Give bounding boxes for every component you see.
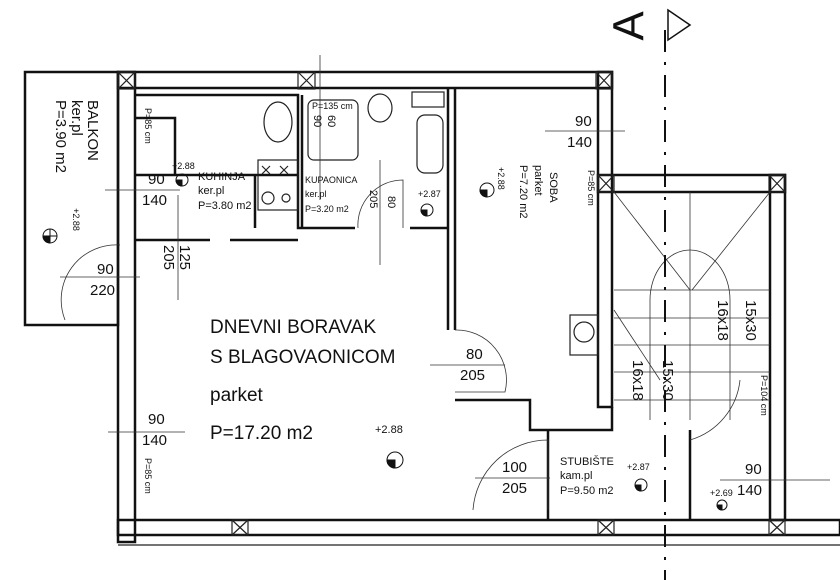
soba-window-width: 90 (575, 113, 592, 130)
kupaonica-floor: ker.pl (305, 189, 327, 199)
stubiste-area: P=9.50 m2 (560, 485, 614, 497)
balcony-door-height: 220 (90, 282, 116, 299)
kuhinja-level: +2.88 (172, 161, 195, 171)
kitchen-door-width: 125 (176, 245, 193, 271)
door-swings (60, 179, 741, 511)
kuhinja-floor: ker.pl (198, 185, 225, 197)
stair-window-height: 140 (737, 482, 763, 499)
tub-depth: 60 (325, 115, 337, 128)
stubiste-level: +2.87 (627, 462, 650, 472)
outer-walls (116, 70, 840, 546)
kupaonica-name: KUPAONICA (305, 175, 358, 185)
kupaonica-level: +2.87 (418, 189, 441, 199)
balkon-level: +2.88 (70, 208, 81, 231)
soba-door-width: 80 (466, 346, 483, 363)
interior-walls (135, 88, 692, 520)
dimension-lines (60, 55, 830, 481)
soba-window-height: 140 (567, 134, 593, 151)
kitchen-window-height: 140 (142, 192, 168, 209)
kuhinja-counter-height: P=85 cm (143, 108, 153, 144)
dnevni-floor: parket (210, 385, 263, 406)
dnevni-sill-height: P=85 cm (143, 458, 153, 494)
dnevni-name-2: S BLAGOVAONICOM (210, 347, 396, 368)
dnevni-name-1: DNEVNI BORAVAK (210, 317, 377, 338)
stair-upper-b: 16x18 (714, 300, 731, 341)
soba-door-height: 205 (460, 367, 486, 384)
dnevni-area: P=17.20 m2 (210, 423, 313, 444)
stubiste-name: STUBIŠTE (560, 456, 614, 468)
balkon-area: P=3.90 m2 (52, 100, 69, 173)
balkon-floor: ker.pl (68, 100, 85, 136)
stair-lower-a: 16x18 (629, 360, 646, 401)
living-window-height: 140 (142, 432, 168, 449)
balcony-door-width: 90 (97, 261, 114, 278)
kuhinja-area: P=3.80 m2 (198, 200, 252, 212)
kupaonica-area: P=3.20 m2 (305, 204, 349, 214)
stair-lower-b: 15x30 (659, 360, 676, 401)
fixtures (257, 91, 599, 356)
living-window-width: 90 (148, 411, 165, 428)
soba-sill-height: P=85 cm (586, 170, 596, 206)
level-marker-icons (42, 173, 728, 511)
balkon-name: BALKON (84, 100, 101, 161)
stair-window-width: 90 (745, 461, 762, 478)
structural-columns (117, 71, 786, 536)
bath-door-height: 205 (367, 190, 379, 209)
soba-level: +2.88 (496, 167, 506, 190)
kitchen-door-height: 205 (160, 245, 177, 271)
soba-area: P=7.20 m2 (517, 165, 529, 219)
entry-door-width: 100 (502, 459, 528, 476)
soba-floor: parket (532, 165, 544, 196)
stubiste-level-2: +2.69 (710, 488, 733, 498)
kuhinja-name: KUHINJA (198, 171, 246, 183)
stubiste-floor: kam.pl (560, 470, 593, 482)
stair-sill-height: P=104 cm (759, 375, 769, 416)
tub-width: 90 (311, 115, 323, 128)
bath-door-width: 80 (385, 196, 397, 209)
section-marker-label: A (604, 11, 654, 41)
dnevni-level: +2.88 (375, 424, 403, 436)
entry-door-height: 205 (502, 480, 528, 497)
tub-height: P=135 cm (312, 101, 353, 111)
soba-name: SOBA (547, 172, 559, 203)
section-arrow-icon (667, 8, 692, 42)
stair-upper-a: 15x30 (742, 300, 759, 341)
kitchen-window-width: 90 (148, 171, 165, 188)
staircase (613, 191, 771, 420)
